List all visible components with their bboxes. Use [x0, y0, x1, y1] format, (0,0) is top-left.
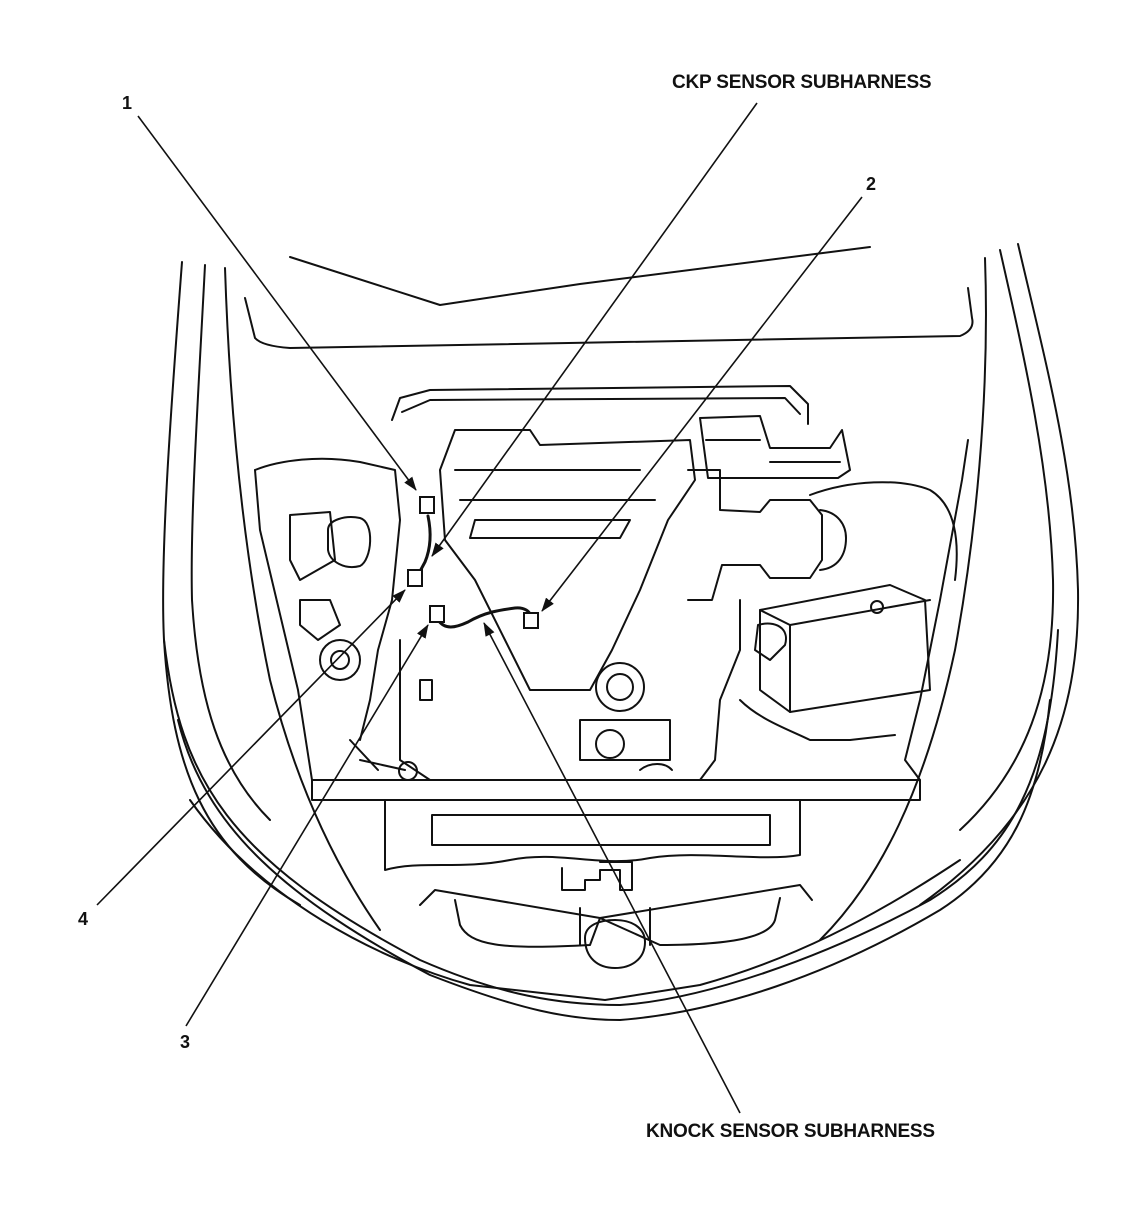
cowl-panel-inner: [401, 397, 801, 415]
grille-upper: [419, 884, 813, 919]
leader-1: [137, 115, 417, 491]
engine-bay: [254, 385, 969, 781]
radiator-support: [311, 779, 921, 801]
radiator-core: [384, 799, 801, 871]
knock-harness-wire: [436, 606, 532, 629]
hood-edge-line: [289, 246, 871, 306]
right-fender-crease: [819, 257, 987, 941]
engine-block-inner: [419, 679, 671, 761]
throttle-body: [687, 469, 823, 601]
fuse-box: [699, 415, 851, 479]
intake-plenum: [439, 429, 696, 691]
connector-2: [523, 612, 539, 629]
callout-number-1: 1: [122, 93, 133, 113]
left-pulley-hub: [330, 650, 350, 670]
leader-4: [96, 589, 406, 906]
ckp-sensor-subharness-label: CKP SENSOR SUBHARNESS: [672, 72, 932, 93]
air-box-top: [759, 599, 931, 626]
leader-3: [185, 624, 429, 1027]
crank-pulley-inner: [606, 673, 634, 701]
subharnesses: [416, 514, 532, 629]
lower-boss-2: [398, 761, 418, 781]
leader-2: [541, 196, 863, 612]
callout-leaders: [96, 102, 863, 1114]
air-box: [759, 584, 931, 713]
oil-filler-neck: [639, 763, 673, 771]
engine-bay-outline-right: [904, 439, 969, 781]
hose-right: [739, 699, 896, 741]
connector-3: [429, 605, 445, 623]
left-fender-outer: [162, 261, 301, 906]
front-bumper-lip: [189, 799, 961, 1001]
right-fender-inner: [959, 249, 1055, 831]
hose-left: [349, 739, 406, 771]
strut-right: [754, 622, 787, 661]
callout-number-3: 3: [180, 1032, 191, 1052]
right-fender-outer: [919, 243, 1080, 906]
connector-4: [407, 569, 423, 587]
leader-ckp: [431, 102, 758, 557]
left-component: [289, 511, 336, 581]
left-pulley: [319, 639, 361, 681]
grille-center-frame: [579, 907, 651, 946]
left-fender-inner: [190, 264, 271, 821]
leader-knock: [483, 622, 741, 1114]
callout-number-2: 2: [866, 174, 877, 194]
lower-boss: [595, 729, 625, 759]
air-box-bolt: [870, 600, 884, 614]
grille-opening: [454, 899, 601, 948]
left-bracket: [299, 599, 341, 641]
hood-latch: [561, 861, 633, 891]
callout-number-4: 4: [78, 909, 89, 929]
engine-bay-outline: [254, 469, 313, 781]
radiator-core-inner: [431, 814, 771, 846]
knock-sensor-subharness-label: KNOCK SENSOR SUBHARNESS: [646, 1121, 935, 1142]
front-bumper-lower: [177, 699, 1051, 1021]
left-fender-crease: [224, 267, 381, 931]
plenum-ribs: [454, 469, 656, 501]
hood-rear-rail: [244, 287, 974, 349]
grille-opening-right: [599, 897, 781, 946]
cowl-panel: [391, 385, 809, 425]
ckp-harness-wire: [416, 514, 432, 577]
crank-pulley: [595, 662, 645, 712]
intake-duct: [809, 481, 958, 581]
left-cyl-head: [254, 457, 401, 741]
front-bumper-outer: [163, 629, 1059, 1006]
throttle-body-bore: [819, 509, 847, 571]
plenum-top-slot: [469, 519, 631, 539]
fuse-box-line: [705, 439, 841, 463]
connector-1: [419, 496, 435, 514]
grille-emblem: [584, 919, 646, 969]
left-reservoir: [327, 516, 372, 568]
connectors: [407, 496, 539, 629]
